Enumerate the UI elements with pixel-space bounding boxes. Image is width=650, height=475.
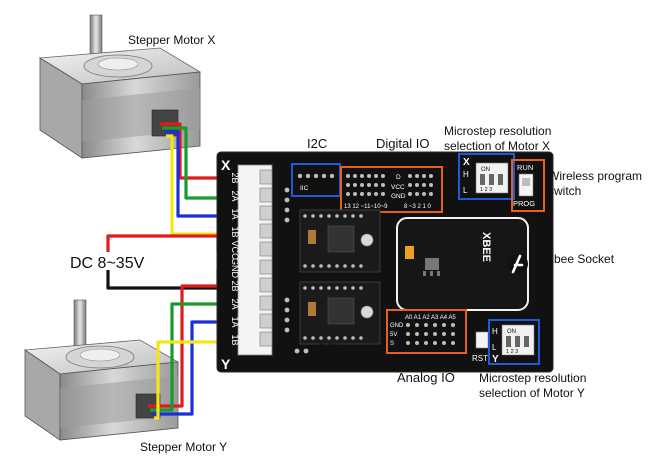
terminal-label: VCC — [230, 240, 240, 260]
terminal-label: GND — [230, 258, 240, 279]
label-i2c: I2C — [307, 136, 327, 151]
motor-y-wire-green — [150, 302, 238, 412]
label-microstep-y-line2: selection of Motor Y — [479, 386, 585, 400]
analog-header-silk: A0 A1 A2 A3 A4 A5 — [405, 315, 456, 321]
label-stepper-motor-x: Stepper Motor X — [128, 33, 215, 47]
analog-gnd-silk: GND — [390, 323, 404, 329]
stepper-motor-y — [23, 299, 180, 441]
dip-switch-x-levers — [480, 174, 503, 185]
motor-x-wires — [160, 122, 238, 236]
xbee-silk: XBEE — [480, 232, 492, 262]
xbee-led — [405, 246, 414, 259]
motor-x-wire-blue — [164, 130, 238, 218]
digital-gnd-silk: GND — [391, 193, 406, 200]
motor-x-wire-red — [160, 122, 238, 180]
rst-silk: RST — [472, 354, 488, 363]
screw-terminals — [259, 169, 273, 347]
switch-y-h-silk: H — [492, 327, 498, 336]
dip-switch-x-on-silk: ON — [481, 167, 490, 173]
microstep-y-highlight-box — [488, 319, 540, 365]
analog-5v-silk: 5V — [390, 332, 397, 338]
motor-x-wire-yellow — [166, 134, 238, 236]
analog-s-silk: S — [390, 341, 394, 347]
wireless-program-switch-knob — [522, 178, 530, 186]
stepper-driver-module-y — [299, 281, 381, 345]
digital-header-pins — [346, 174, 433, 196]
analog-io-highlight-box — [386, 309, 467, 354]
label-wireless-line2: switch — [548, 184, 581, 198]
switch-y-l-silk: L — [492, 343, 497, 352]
i2c-header-pins — [297, 173, 335, 179]
axis-x-label: X — [221, 157, 231, 173]
side-header-pins — [284, 187, 290, 333]
digital-io-highlight-box — [340, 166, 443, 213]
label-microstep-x-line2: selection of Motor X — [444, 139, 550, 153]
label-digital-io: Digital IO — [376, 136, 429, 151]
iic-silk: IIC — [300, 185, 309, 192]
axis-y-label: Y — [221, 356, 231, 372]
switch-x-l-silk: L — [463, 186, 468, 195]
terminal-labels: 2B 2A 1A 1B VCC GND 2B 2A 1A 1B — [230, 172, 240, 345]
switch-x-axis-silk: X — [463, 157, 470, 168]
stepper-motor-x — [38, 14, 202, 159]
output-33v-pins — [294, 348, 309, 354]
prog-silk: PROG — [513, 199, 535, 208]
label-3v3-line2: output — [318, 354, 349, 366]
motor-y-wire-yellow — [154, 340, 238, 420]
dip-switch-y-nums: 1 2 3 — [506, 349, 518, 355]
label-microstep-y-line1: Microstep resolution — [479, 371, 586, 385]
xbee-regulator — [423, 258, 440, 276]
terminal-label: 2B — [230, 280, 240, 291]
digital-vcc-silk: VCC — [391, 184, 405, 191]
driver-board: X Y 2B 2A 1A 1B VCC GND 2B 2A 1A 1B IIC — [216, 151, 554, 373]
analog-header-pins — [406, 323, 455, 345]
label-microstep-x-line1: Microstep resolution — [444, 124, 551, 138]
label-3v3-line1: 3.3V — [318, 342, 341, 354]
motor-y-wire-red — [148, 284, 238, 408]
label-dc-power: DC 8~35V — [70, 255, 145, 272]
microstep-x-highlight-box — [458, 153, 515, 200]
digital-d-silk: D — [396, 174, 401, 181]
terminal-label: 2A — [230, 190, 240, 201]
dip-switch-x-nums: 1 2 3 — [480, 187, 492, 193]
run-prog-highlight-box — [511, 159, 545, 212]
label-wireless-line1: Wireless program — [548, 169, 642, 183]
dfrobot-logo-icon — [508, 254, 528, 274]
terminal-label: 1A — [230, 316, 240, 327]
label-stepper-motor-y: Stepper Motor Y — [140, 440, 227, 454]
dip-switch-y-on-silk: ON — [507, 329, 516, 335]
motor-x-wire-green — [162, 126, 238, 200]
dip-switch-y-levers — [506, 336, 529, 347]
stepper-driver-module-x — [299, 209, 381, 273]
digital-pins-left-silk: 13 12 ~11~10~9 — [344, 204, 388, 210]
switch-x-h-silk: H — [463, 170, 469, 179]
label-analog-io: Analog IO — [397, 370, 455, 385]
digital-pins-right-silk: 8 ~3 2 1 0 — [404, 204, 432, 210]
motor-y-wire-blue — [152, 320, 238, 416]
terminal-label: 2A — [230, 298, 240, 309]
motor-y-wires — [148, 284, 238, 420]
terminal-label: 2B — [230, 172, 240, 183]
terminal-label: 1A — [230, 208, 240, 219]
terminal-label: 1B — [230, 226, 240, 237]
reset-button[interactable] — [475, 331, 489, 349]
run-silk: RUN — [517, 163, 533, 172]
terminal-label: 1B — [230, 334, 240, 345]
switch-y-axis-silk: Y — [492, 354, 499, 365]
label-xbee-socket: Xbee Socket — [546, 252, 615, 266]
